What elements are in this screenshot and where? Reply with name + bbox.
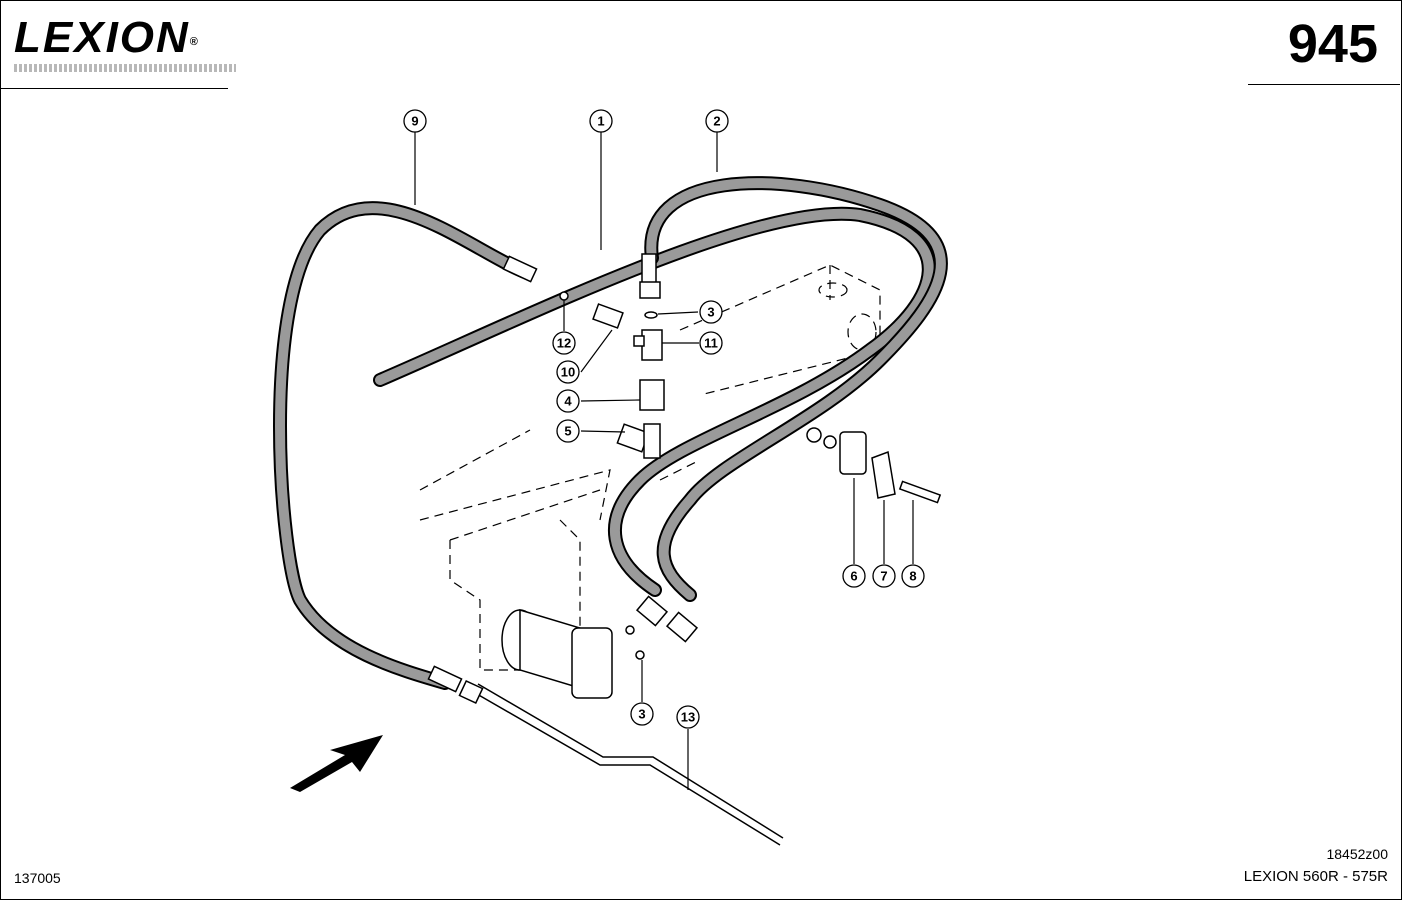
- callout-bubbles: [403, 109, 925, 729]
- callout-8: 8: [909, 569, 916, 584]
- reference-number: 137005: [14, 870, 61, 886]
- header-rule-right: [1248, 84, 1400, 85]
- hose-9: [273, 201, 532, 690]
- header-rule-left: [0, 88, 228, 89]
- callout-4: 4: [564, 394, 572, 409]
- registered-mark: ®: [189, 36, 200, 48]
- callout-9: 9: [411, 114, 418, 129]
- callout-11: 11: [704, 336, 718, 351]
- model-range: LEXION 560R - 575R: [1243, 868, 1388, 885]
- callout-3b: 3: [638, 707, 645, 722]
- brand-tagline-graphic: [14, 64, 236, 72]
- direction-arrow: [290, 735, 383, 792]
- callout-7: 7: [880, 569, 887, 584]
- page-number: 945: [1287, 14, 1378, 74]
- callout-13: 13: [681, 710, 695, 725]
- callout-2: 2: [713, 114, 720, 129]
- machine-body-outline: [419, 264, 881, 671]
- callout-3a: 3: [707, 305, 714, 320]
- callout-labels: 9 1 2 3 11 12 10 4 5 6 7 8 3 13: [411, 114, 916, 725]
- hydraulic-pump: [501, 608, 613, 699]
- callout-6: 6: [850, 569, 857, 584]
- clamp-parts: [806, 427, 942, 504]
- pipe-13: [469, 683, 784, 846]
- brand-text: LEXION: [14, 13, 190, 62]
- hose-2: [644, 176, 948, 602]
- callout-12: 12: [557, 336, 571, 351]
- callout-5: 5: [564, 424, 571, 439]
- callouts: [414, 132, 914, 790]
- callout-10: 10: [561, 365, 575, 380]
- brand-logo: LEXION®: [14, 14, 200, 62]
- fittings: [427, 253, 699, 705]
- drawing-code: 18452z00: [1326, 846, 1388, 862]
- callout-1: 1: [597, 114, 604, 129]
